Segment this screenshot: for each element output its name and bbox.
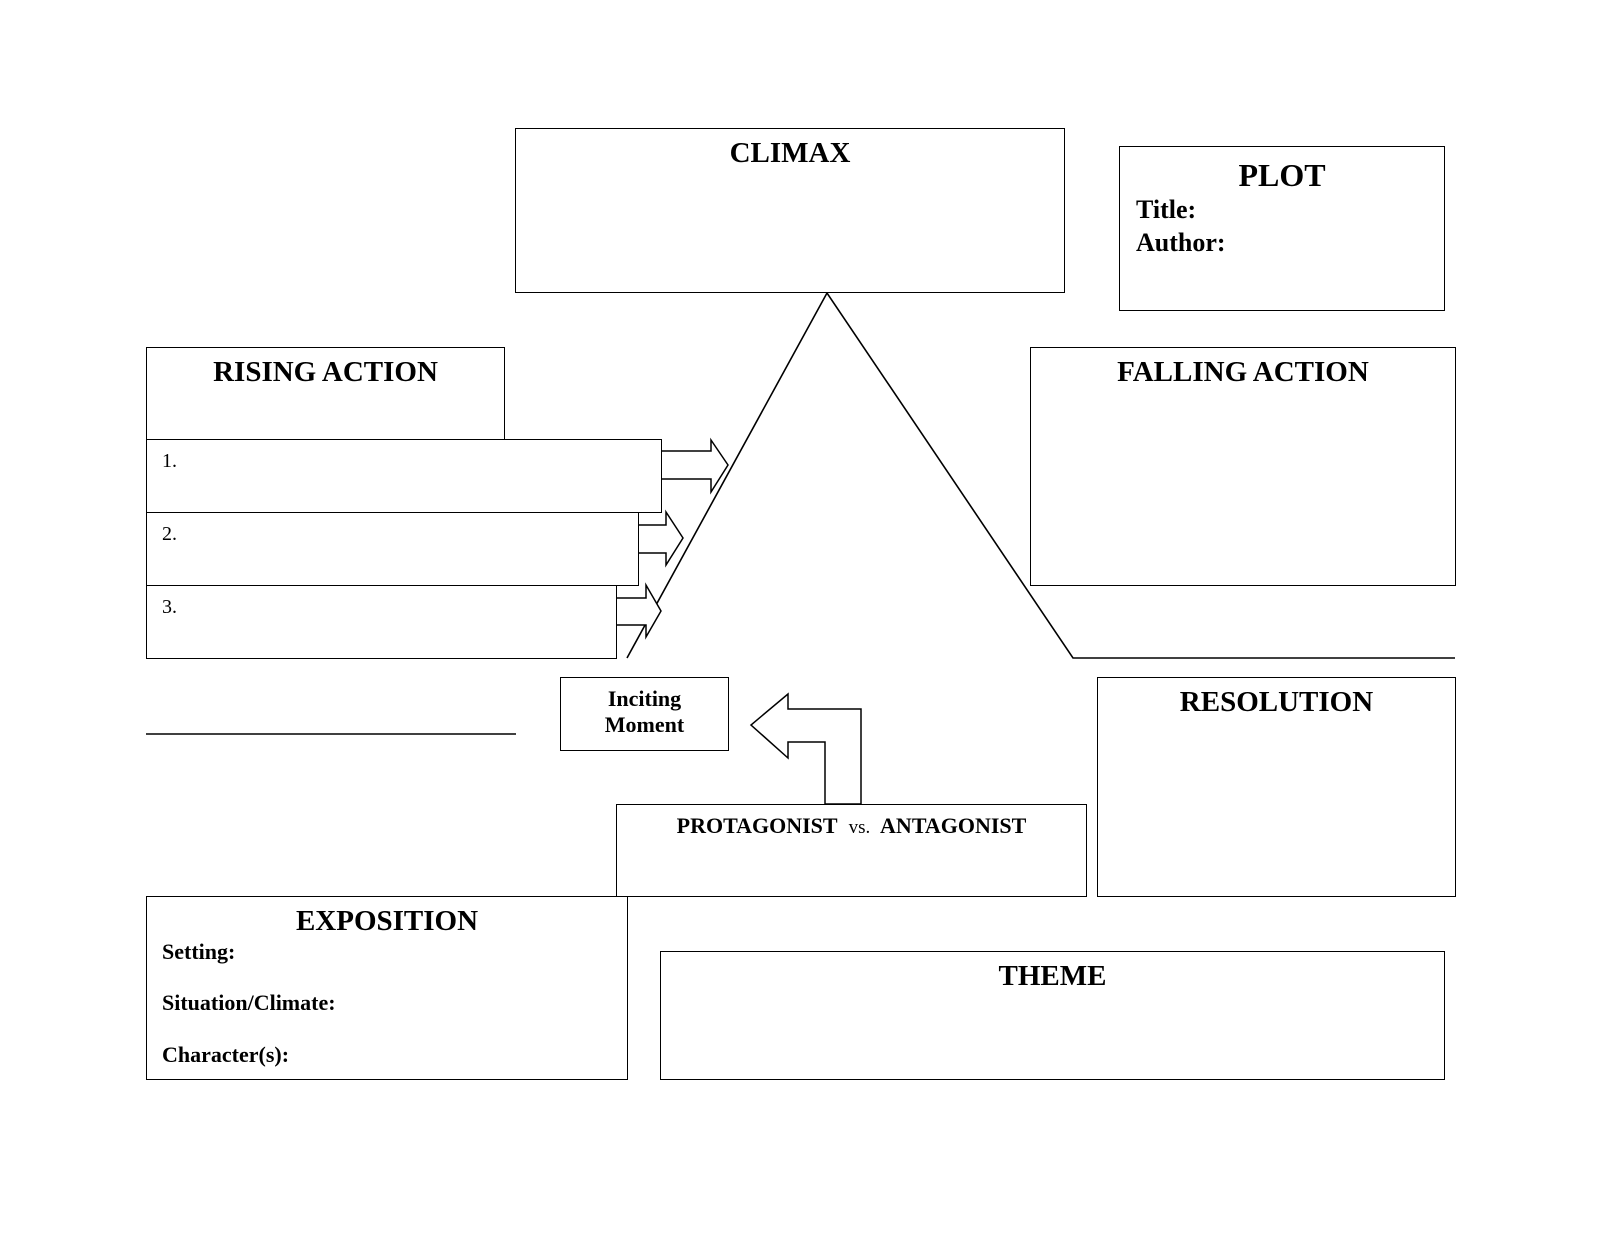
exposition-heading: EXPOSITION bbox=[295, 905, 479, 937]
protagonist-label: PROTAGONIST bbox=[676, 813, 838, 838]
rising-action-item-1[interactable]: 1. bbox=[146, 439, 662, 513]
antagonist-label: ANTAGONIST bbox=[880, 813, 1027, 838]
falling-action-box[interactable]: FALLING ACTION bbox=[1030, 347, 1456, 586]
theme-heading: THEME bbox=[998, 960, 1107, 992]
characters-label: Character(s): bbox=[162, 1042, 290, 1067]
climax-heading: CLIMAX bbox=[729, 137, 851, 169]
situation-climate-label: Situation/Climate: bbox=[162, 990, 336, 1015]
rising-action-item-2[interactable]: 2. bbox=[146, 512, 639, 586]
conflict-box[interactable]: PROTAGONIST vs. ANTAGONIST bbox=[616, 804, 1087, 897]
exposition-box[interactable]: EXPOSITION Setting: Situation/Climate: C… bbox=[146, 896, 628, 1080]
rising-action-item-number: 3. bbox=[162, 596, 177, 618]
arrow-bent-left-icon bbox=[749, 692, 862, 805]
inciting-moment-box[interactable]: Inciting Moment bbox=[560, 677, 729, 751]
versus-label: vs. bbox=[848, 817, 871, 838]
rising-action-item-number: 1. bbox=[162, 450, 177, 472]
inciting-moment-line-1: Inciting bbox=[607, 686, 682, 711]
arrow-right-icon bbox=[660, 437, 729, 495]
rising-action-item-3[interactable]: 3. bbox=[146, 585, 617, 659]
theme-box[interactable]: THEME bbox=[660, 951, 1445, 1080]
plot-triangle-line bbox=[626, 291, 1455, 659]
plot-info-box[interactable]: PLOT Title: Author: bbox=[1119, 146, 1445, 311]
resolution-box[interactable]: RESOLUTION bbox=[1097, 677, 1456, 897]
rising-action-heading: RISING ACTION bbox=[213, 356, 438, 388]
plot-heading: PLOT bbox=[1238, 157, 1326, 193]
falling-action-heading: FALLING ACTION bbox=[1117, 356, 1369, 388]
inciting-moment-line-2: Moment bbox=[604, 712, 685, 737]
resolution-heading: RESOLUTION bbox=[1179, 686, 1374, 718]
climax-box[interactable]: CLIMAX bbox=[515, 128, 1065, 293]
conflict-heading: PROTAGONIST vs. ANTAGONIST bbox=[617, 813, 1086, 839]
author-label: Author: bbox=[1136, 228, 1226, 257]
rising-action-item-number: 2. bbox=[162, 523, 177, 545]
rising-action-box: RISING ACTION bbox=[146, 347, 505, 440]
setting-label: Setting: bbox=[162, 939, 236, 964]
title-label: Title: bbox=[1136, 195, 1197, 224]
